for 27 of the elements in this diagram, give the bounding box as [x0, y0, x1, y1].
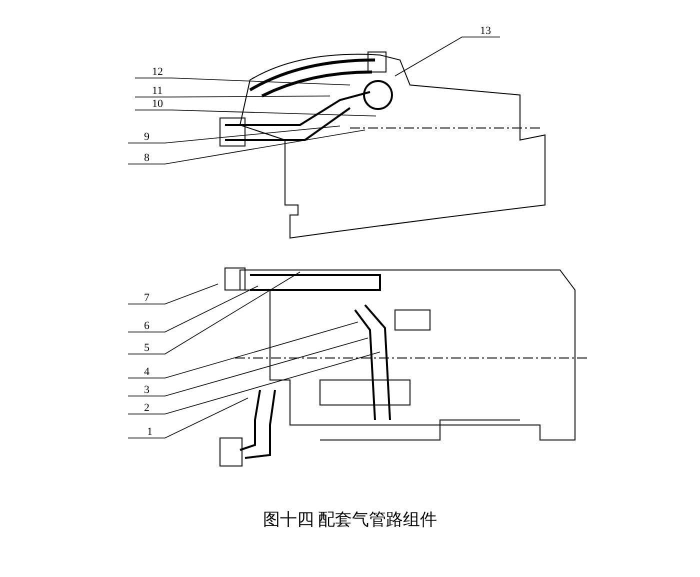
leader-line [128, 130, 366, 164]
callout-number: 11 [150, 85, 165, 97]
callout-number: 1 [145, 426, 154, 438]
callout-number: 2 [142, 402, 152, 414]
callout-number: 8 [142, 152, 152, 164]
figure-caption: 图十四 配套气管路组件 [262, 509, 438, 531]
callout-number: 13 [478, 25, 493, 37]
callout-number: 6 [142, 320, 152, 332]
leader-line [394, 36, 500, 76]
callout-number: 10 [150, 98, 165, 110]
leader-line [134, 78, 350, 86]
leader-line [128, 286, 258, 332]
callout-number: 9 [142, 131, 152, 143]
callout-number: 12 [150, 66, 165, 78]
leader-line [134, 96, 330, 98]
leader-line [128, 398, 248, 438]
leader-line [128, 272, 300, 354]
leader-line [134, 110, 376, 116]
leader-line [128, 284, 218, 304]
leader-line [128, 338, 368, 396]
leader-line [128, 126, 340, 144]
leader-line [128, 322, 358, 378]
leader-line [128, 352, 380, 414]
callout-number: 7 [142, 292, 152, 304]
callout-number: 3 [142, 384, 152, 396]
callout-number: 5 [142, 342, 152, 354]
callout-number: 4 [142, 366, 152, 378]
